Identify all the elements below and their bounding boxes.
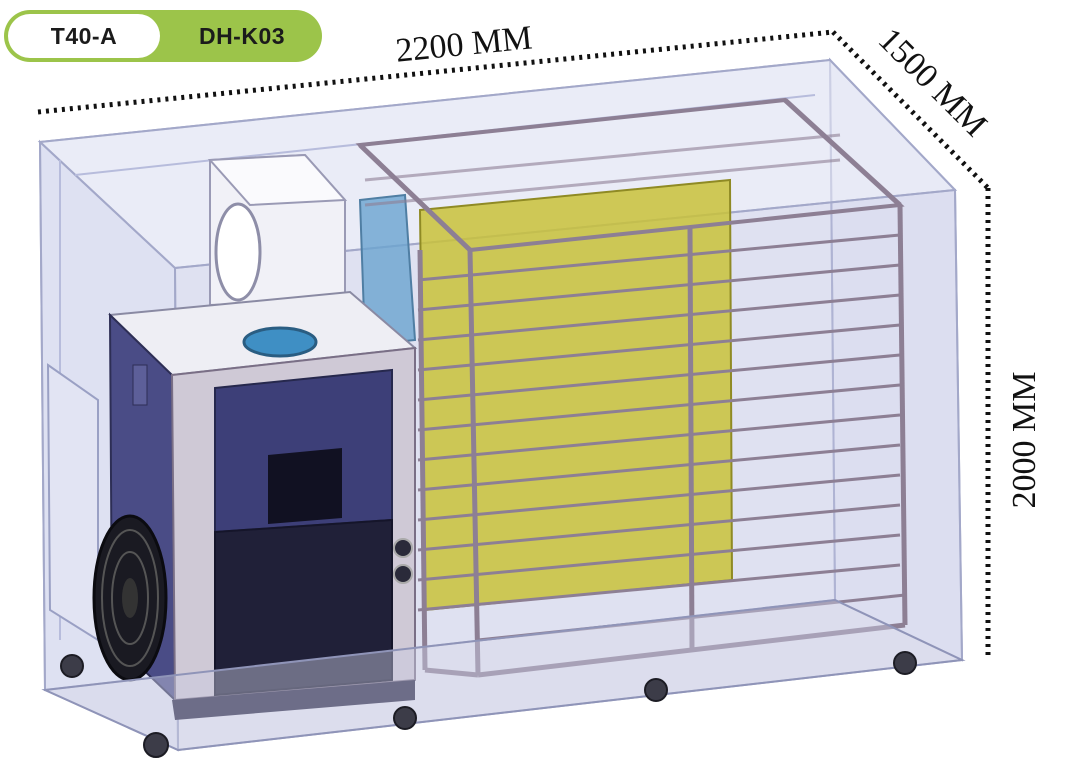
tray-rack bbox=[355, 97, 908, 678]
length-dimension-line bbox=[37, 29, 834, 115]
condenser-fan bbox=[92, 514, 168, 682]
fan-box bbox=[207, 153, 348, 307]
side-door-panel bbox=[46, 363, 99, 642]
tab-t40-a[interactable]: T40-A bbox=[8, 14, 160, 58]
casters bbox=[60, 651, 917, 758]
tab-dh-k03[interactable]: DH-K03 bbox=[198, 23, 286, 49]
model-tabs: T40-A DH-K03 bbox=[4, 10, 322, 62]
height-label: 2000 MM bbox=[1006, 372, 1043, 509]
air-duct bbox=[358, 193, 417, 347]
length-label: 2200 MM bbox=[394, 19, 534, 69]
dimension-lines bbox=[37, 29, 991, 658]
exhaust-port bbox=[242, 326, 318, 358]
control-panel bbox=[268, 448, 342, 524]
base-frame bbox=[41, 598, 966, 752]
